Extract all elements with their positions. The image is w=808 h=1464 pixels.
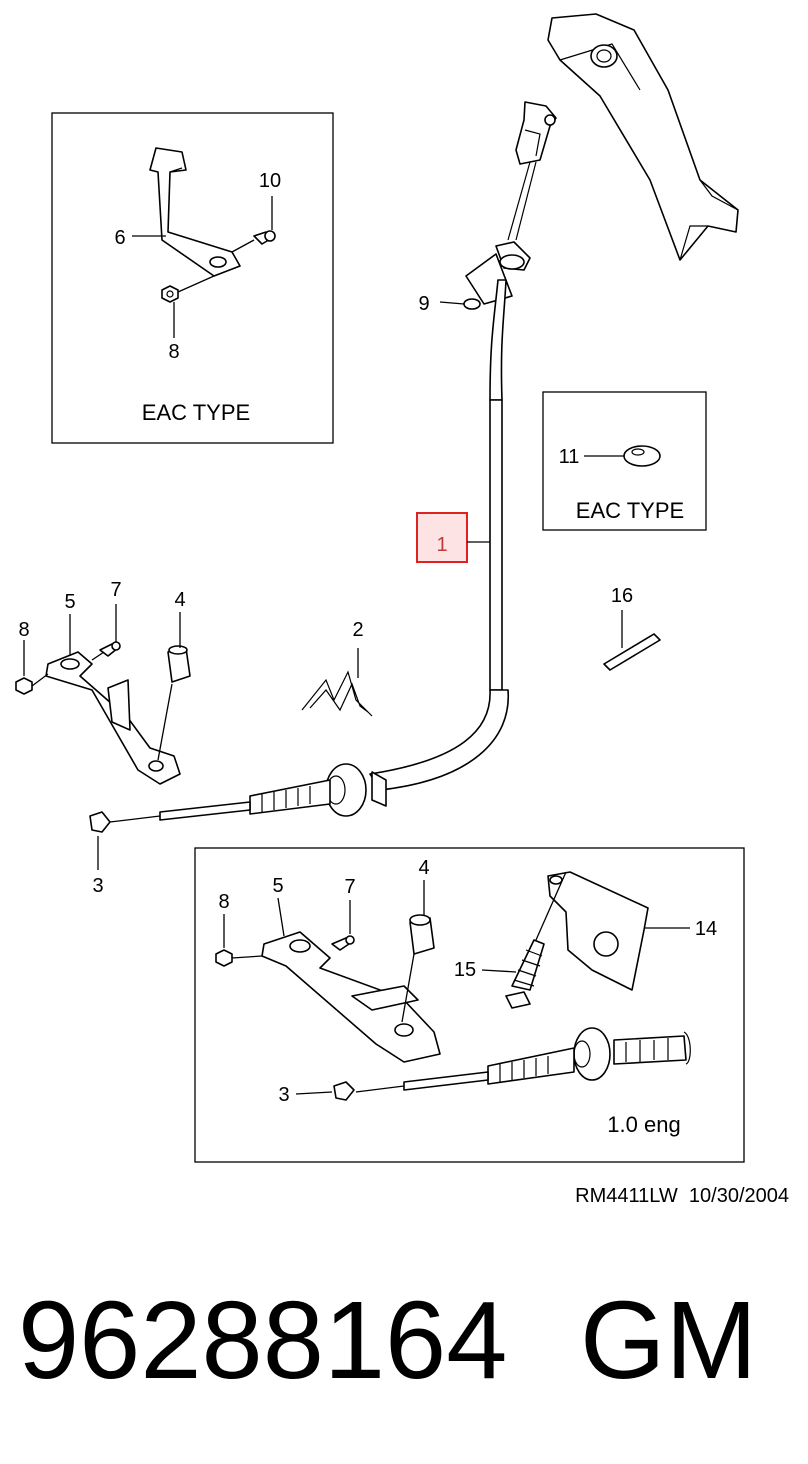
spring-clip-2 <box>301 648 373 717</box>
eac-type-inset-right <box>542 391 707 531</box>
callout-8-eac: 8 <box>168 341 179 363</box>
callout-15: 15 <box>454 959 476 981</box>
cable-adjuster <box>89 763 387 833</box>
callout-3-main: 3 <box>92 875 103 897</box>
cable-clevis <box>515 101 557 165</box>
pedal-bracket <box>481 871 690 1009</box>
callout-10: 10 <box>259 170 281 192</box>
callout-8-engine: 8 <box>218 891 229 913</box>
callout-11: 11 <box>559 446 580 468</box>
callout-3-engine: 3 <box>278 1084 289 1106</box>
brand-name: GM <box>580 1279 757 1402</box>
callout-1[interactable]: 1 <box>436 534 447 556</box>
engine-cable <box>295 1027 691 1101</box>
eac-type-label-left: EAC TYPE <box>142 400 250 425</box>
engine-bracket <box>215 914 441 1063</box>
clutch-pedal <box>547 13 739 261</box>
callout-9: 9 <box>418 293 429 315</box>
callout-4-main: 4 <box>174 589 185 611</box>
callout-4-engine: 4 <box>418 857 429 879</box>
callout-6: 6 <box>114 227 125 249</box>
engine-inset <box>194 847 745 1163</box>
eac-type-label-right: EAC TYPE <box>576 498 684 523</box>
grommet-11 <box>584 445 661 467</box>
eac-type-inset-left <box>51 112 334 444</box>
callout-7-main: 7 <box>110 579 121 601</box>
callout-5-main: 5 <box>64 591 75 613</box>
callout-8-main: 8 <box>18 619 29 641</box>
part-1-highlight[interactable] <box>416 512 468 563</box>
engine-label: 1.0 eng <box>607 1112 680 1137</box>
callout-2: 2 <box>352 619 363 641</box>
clip-9 <box>439 298 481 310</box>
strip-16 <box>603 610 661 671</box>
part-number: 96288164 <box>18 1279 507 1402</box>
reference-code: RM4411LW 10/30/2004 <box>575 1185 789 1207</box>
callout-7-engine: 7 <box>344 876 355 898</box>
callout-5-engine: 5 <box>272 875 283 897</box>
callout-14: 14 <box>695 918 717 940</box>
callout-16: 16 <box>611 585 633 607</box>
cable-body <box>369 161 537 791</box>
bracket-eac <box>149 147 276 303</box>
bracket-main <box>15 641 191 785</box>
